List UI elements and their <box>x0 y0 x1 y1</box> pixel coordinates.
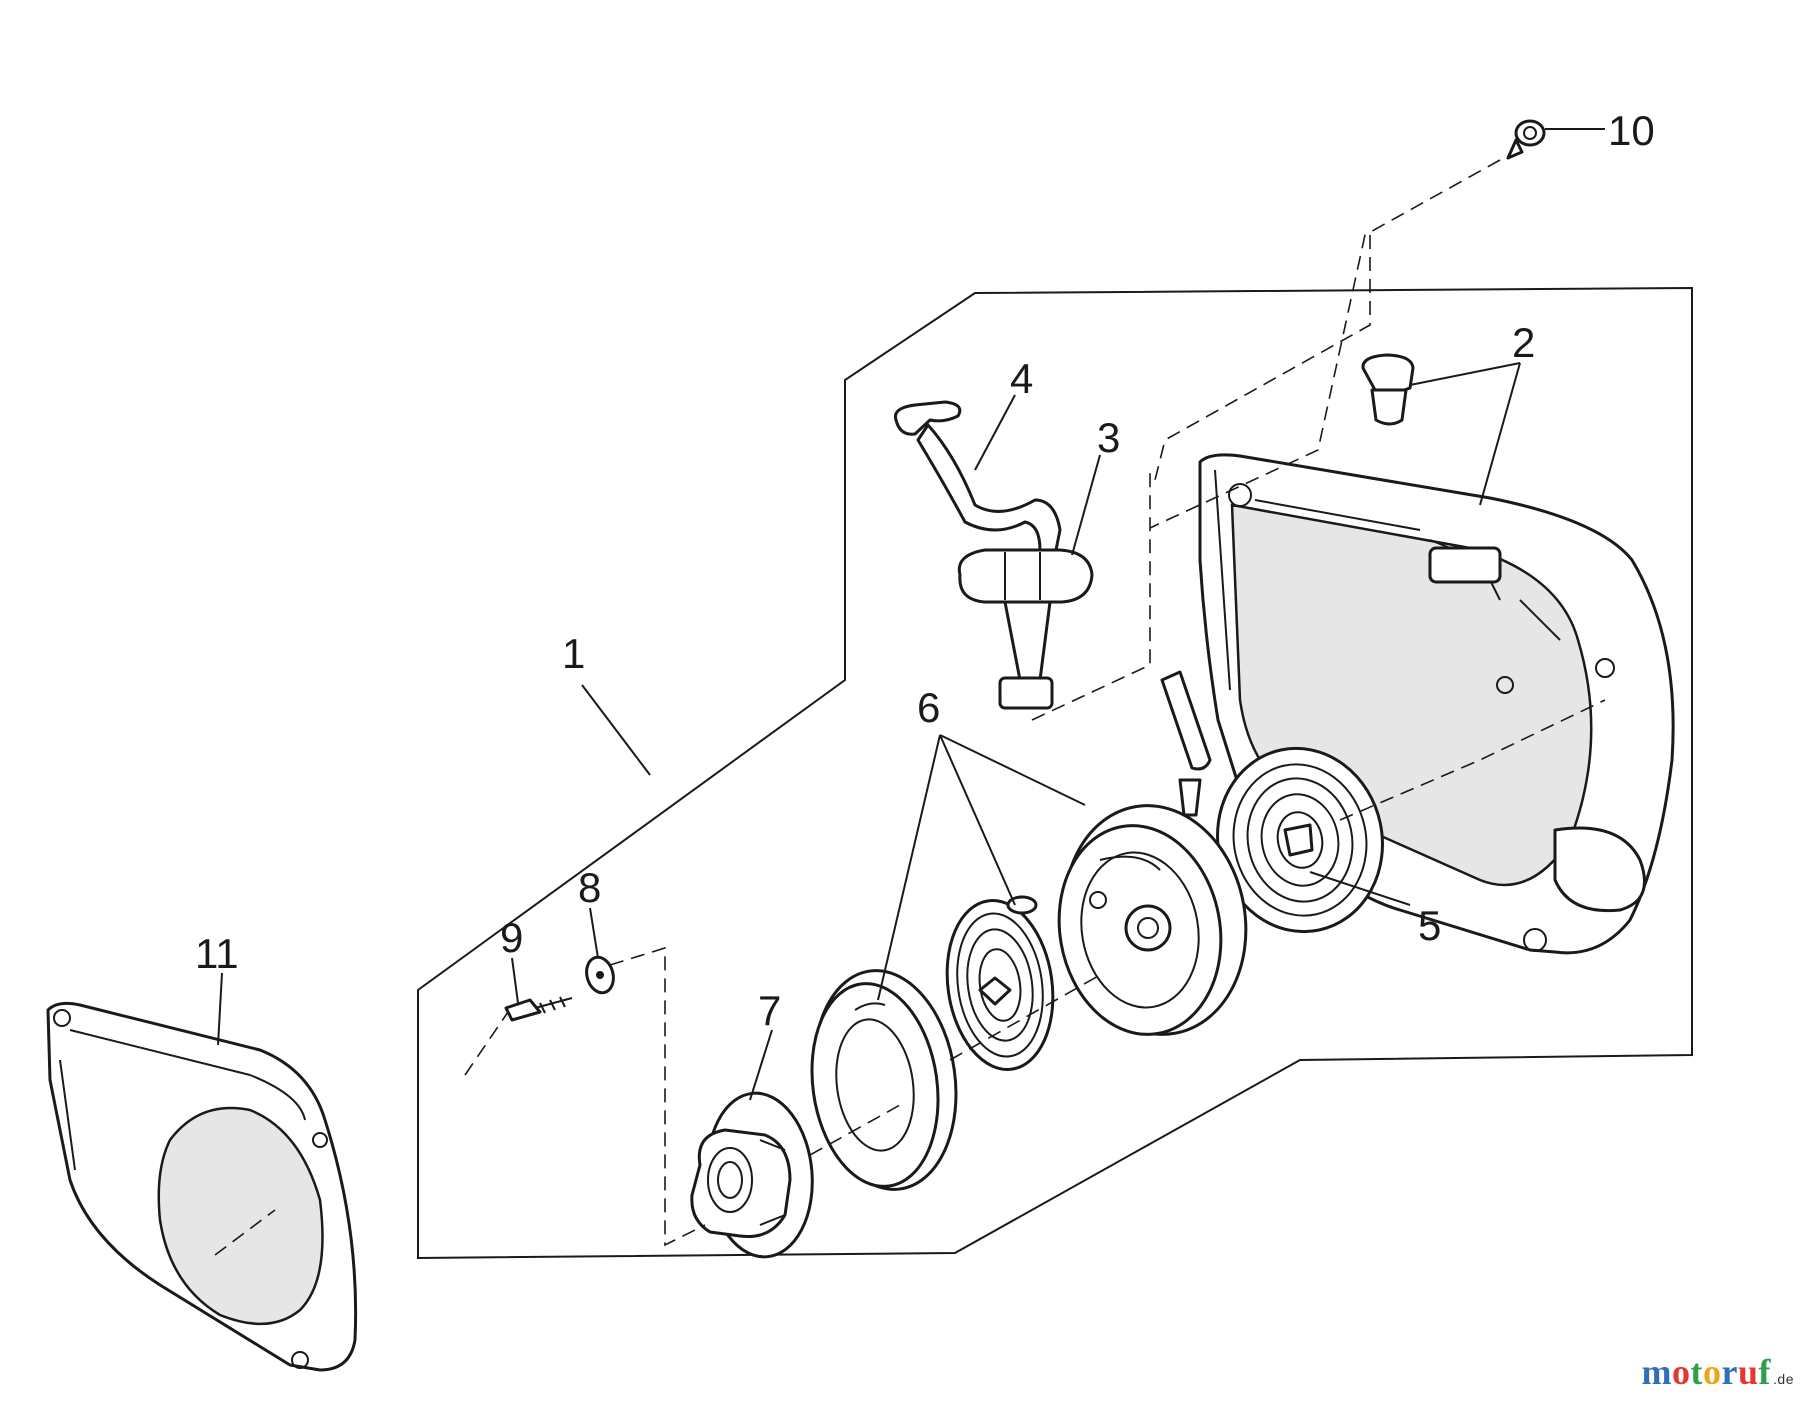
callout-1: 1 <box>562 630 585 677</box>
watermark-letter: o <box>1672 1352 1691 1392</box>
callout-2: 2 <box>1512 319 1535 366</box>
assembly-outline <box>417 286 1693 1260</box>
starter-cord <box>893 400 1062 557</box>
callout-9: 9 <box>500 914 523 961</box>
watermark-letter: o <box>1703 1352 1722 1392</box>
starter-hub <box>690 1091 814 1259</box>
motoruf-watermark: m o t o r u f .de <box>1642 1351 1794 1393</box>
washer-8 <box>585 955 615 995</box>
callout-3: 3 <box>1097 414 1120 461</box>
callout-7: 7 <box>758 987 781 1034</box>
callout-11: 11 <box>195 930 239 977</box>
starter-handle <box>957 548 1094 710</box>
watermark-letter: t <box>1690 1352 1704 1392</box>
leader-lines <box>214 128 1606 1256</box>
disc-plate <box>810 969 958 1191</box>
screw-9 <box>504 996 573 1022</box>
screw-10 <box>1506 119 1546 160</box>
grommet-bolt <box>1361 353 1415 426</box>
pawl-pin <box>1160 670 1212 817</box>
callout-6: 6 <box>917 684 940 731</box>
pawl-spring <box>945 895 1055 1071</box>
watermark-letter: f <box>1758 1352 1772 1392</box>
watermark-letter: m <box>1641 1352 1673 1392</box>
watermark-letter: r <box>1721 1352 1738 1392</box>
callout-5: 5 <box>1418 902 1441 949</box>
callout-8: 8 <box>578 864 601 911</box>
watermark-letter: u <box>1738 1352 1759 1392</box>
rope-reel <box>1057 804 1248 1036</box>
callout-4: 4 <box>1010 355 1033 402</box>
callout-10: 10 <box>1608 107 1655 154</box>
watermark-suffix: .de <box>1773 1371 1794 1387</box>
cover-plate <box>46 1001 358 1372</box>
